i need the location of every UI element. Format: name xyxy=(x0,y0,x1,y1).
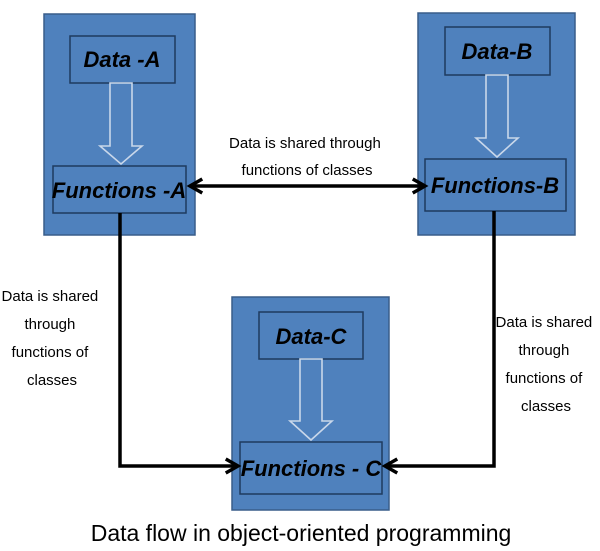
data-a-down-arrow xyxy=(97,82,145,166)
class-c-box: Data-C Functions - C xyxy=(231,296,390,511)
data-c-down-arrow xyxy=(287,358,335,442)
data-c-label: Data-C xyxy=(276,324,348,349)
right-edge-label: Data is shared through functions of clas… xyxy=(496,314,597,415)
class-a-box: Data -A Functions -A xyxy=(43,13,196,236)
data-b-label: Data-B xyxy=(462,39,533,64)
functions-b-label: Functions-B xyxy=(431,173,559,198)
a-c-shared-arrow xyxy=(118,213,242,475)
class-b-box: Data-B Functions-B xyxy=(417,12,576,236)
b-c-shared-arrow xyxy=(381,211,496,475)
data-b-down-arrow xyxy=(473,74,521,159)
top-edge-label: Data is shared through functions of clas… xyxy=(229,135,385,179)
left-edge-label: Data is shared through functions of clas… xyxy=(2,288,103,389)
functions-c-label: Functions - C xyxy=(241,456,383,481)
functions-a-label: Functions -A xyxy=(52,178,186,203)
data-a-label: Data -A xyxy=(83,47,160,72)
diagram-caption: Data flow in object-oriented programming xyxy=(91,520,512,546)
